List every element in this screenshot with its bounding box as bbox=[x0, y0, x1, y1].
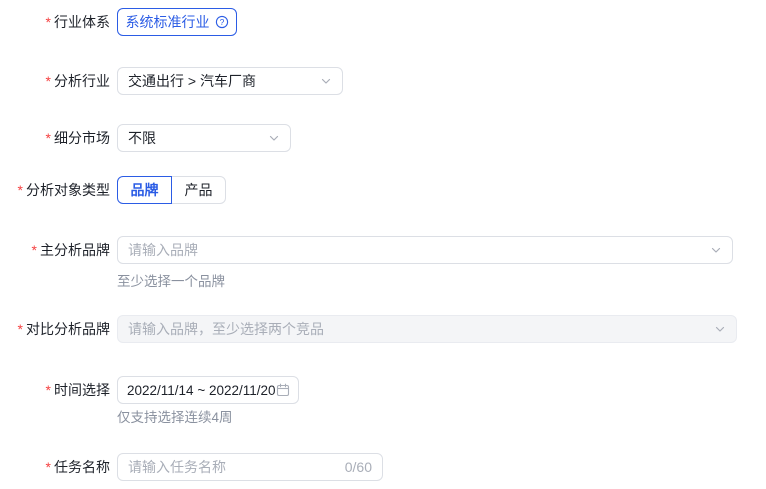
field-label-object-type: *分析对象类型 bbox=[0, 180, 110, 200]
field-label-text: 时间选择 bbox=[54, 382, 110, 398]
chevron-down-icon bbox=[268, 132, 280, 144]
required-asterisk: * bbox=[45, 73, 51, 89]
main-brand-placeholder: 请输入品牌 bbox=[128, 242, 198, 258]
field-row-object-type: *分析对象类型 品牌 产品 bbox=[0, 176, 226, 204]
field-row-main-brand: *主分析品牌 请输入品牌 bbox=[0, 236, 733, 264]
chevron-down-icon bbox=[714, 323, 726, 335]
chevron-down-icon bbox=[710, 244, 722, 256]
main-brand-helper-text: 至少选择一个品牌 bbox=[117, 274, 225, 289]
radio-option-label: 品牌 bbox=[130, 182, 159, 198]
field-label-text: 分析对象类型 bbox=[26, 182, 110, 198]
object-type-option-brand[interactable]: 品牌 bbox=[117, 176, 172, 204]
field-label-text: 细分市场 bbox=[54, 130, 110, 146]
field-label-compare-brand: *对比分析品牌 bbox=[0, 319, 110, 339]
radio-option-label: 产品 bbox=[184, 182, 213, 198]
required-asterisk: * bbox=[45, 14, 51, 30]
market-segment-select[interactable]: 不限 bbox=[117, 124, 291, 152]
field-label-text: 任务名称 bbox=[54, 459, 110, 475]
field-label-analysis-industry: *分析行业 bbox=[0, 71, 110, 91]
object-type-radio-group: 品牌 产品 bbox=[117, 176, 226, 204]
field-row-analysis-industry: *分析行业 交通出行 > 汽车厂商 bbox=[0, 67, 343, 95]
compare-brand-placeholder: 请输入品牌，至少选择两个竞品 bbox=[128, 321, 324, 337]
field-row-time-range: *时间选择 2022/11/14 ~ 2022/11/20 bbox=[0, 376, 299, 404]
industry-system-button[interactable]: 系统标准行业 ? bbox=[117, 8, 237, 36]
compare-brand-select[interactable]: 请输入品牌，至少选择两个竞品 bbox=[117, 315, 737, 343]
time-range-picker[interactable]: 2022/11/14 ~ 2022/11/20 bbox=[117, 376, 299, 404]
industry-system-button-label: 系统标准行业 bbox=[125, 14, 210, 30]
field-label-market-segment: *细分市场 bbox=[0, 128, 110, 148]
required-asterisk: * bbox=[45, 459, 51, 475]
analysis-industry-select[interactable]: 交通出行 > 汽车厂商 bbox=[117, 67, 343, 95]
task-name-input-wrap: 0/60 bbox=[117, 453, 383, 481]
field-label-text: 分析行业 bbox=[54, 73, 110, 89]
question-circle-icon: ? bbox=[215, 15, 229, 29]
field-row-compare-brand: *对比分析品牌 请输入品牌，至少选择两个竞品 bbox=[0, 315, 737, 343]
field-label-text: 主分析品牌 bbox=[40, 242, 110, 258]
time-range-value: 2022/11/14 ~ 2022/11/20 bbox=[127, 382, 276, 398]
market-segment-value: 不限 bbox=[128, 130, 156, 146]
task-name-input[interactable] bbox=[128, 459, 337, 475]
field-row-market-segment: *细分市场 不限 bbox=[0, 124, 291, 152]
chevron-down-icon bbox=[320, 75, 332, 87]
analysis-industry-value: 交通出行 > 汽车厂商 bbox=[128, 73, 256, 89]
field-row-industry-system: *行业体系 系统标准行业 ? bbox=[0, 8, 237, 36]
main-brand-select[interactable]: 请输入品牌 bbox=[117, 236, 733, 264]
field-row-task-name: *任务名称 0/60 bbox=[0, 453, 383, 481]
field-label-main-brand: *主分析品牌 bbox=[0, 240, 110, 260]
object-type-option-product[interactable]: 产品 bbox=[171, 176, 226, 204]
field-label-industry-system: *行业体系 bbox=[0, 12, 110, 32]
field-label-text: 对比分析品牌 bbox=[26, 321, 110, 337]
field-label-text: 行业体系 bbox=[54, 14, 110, 30]
task-name-char-counter: 0/60 bbox=[344, 459, 372, 475]
required-asterisk: * bbox=[17, 182, 23, 198]
required-asterisk: * bbox=[45, 130, 51, 146]
field-label-task-name: *任务名称 bbox=[0, 457, 110, 477]
calendar-icon bbox=[276, 383, 290, 397]
required-asterisk: * bbox=[17, 321, 23, 337]
time-range-helper-text: 仅支持选择连续4周 bbox=[117, 410, 233, 425]
svg-text:?: ? bbox=[219, 17, 224, 27]
field-label-time-range: *时间选择 bbox=[0, 380, 110, 400]
required-asterisk: * bbox=[31, 242, 37, 258]
required-asterisk: * bbox=[45, 382, 51, 398]
